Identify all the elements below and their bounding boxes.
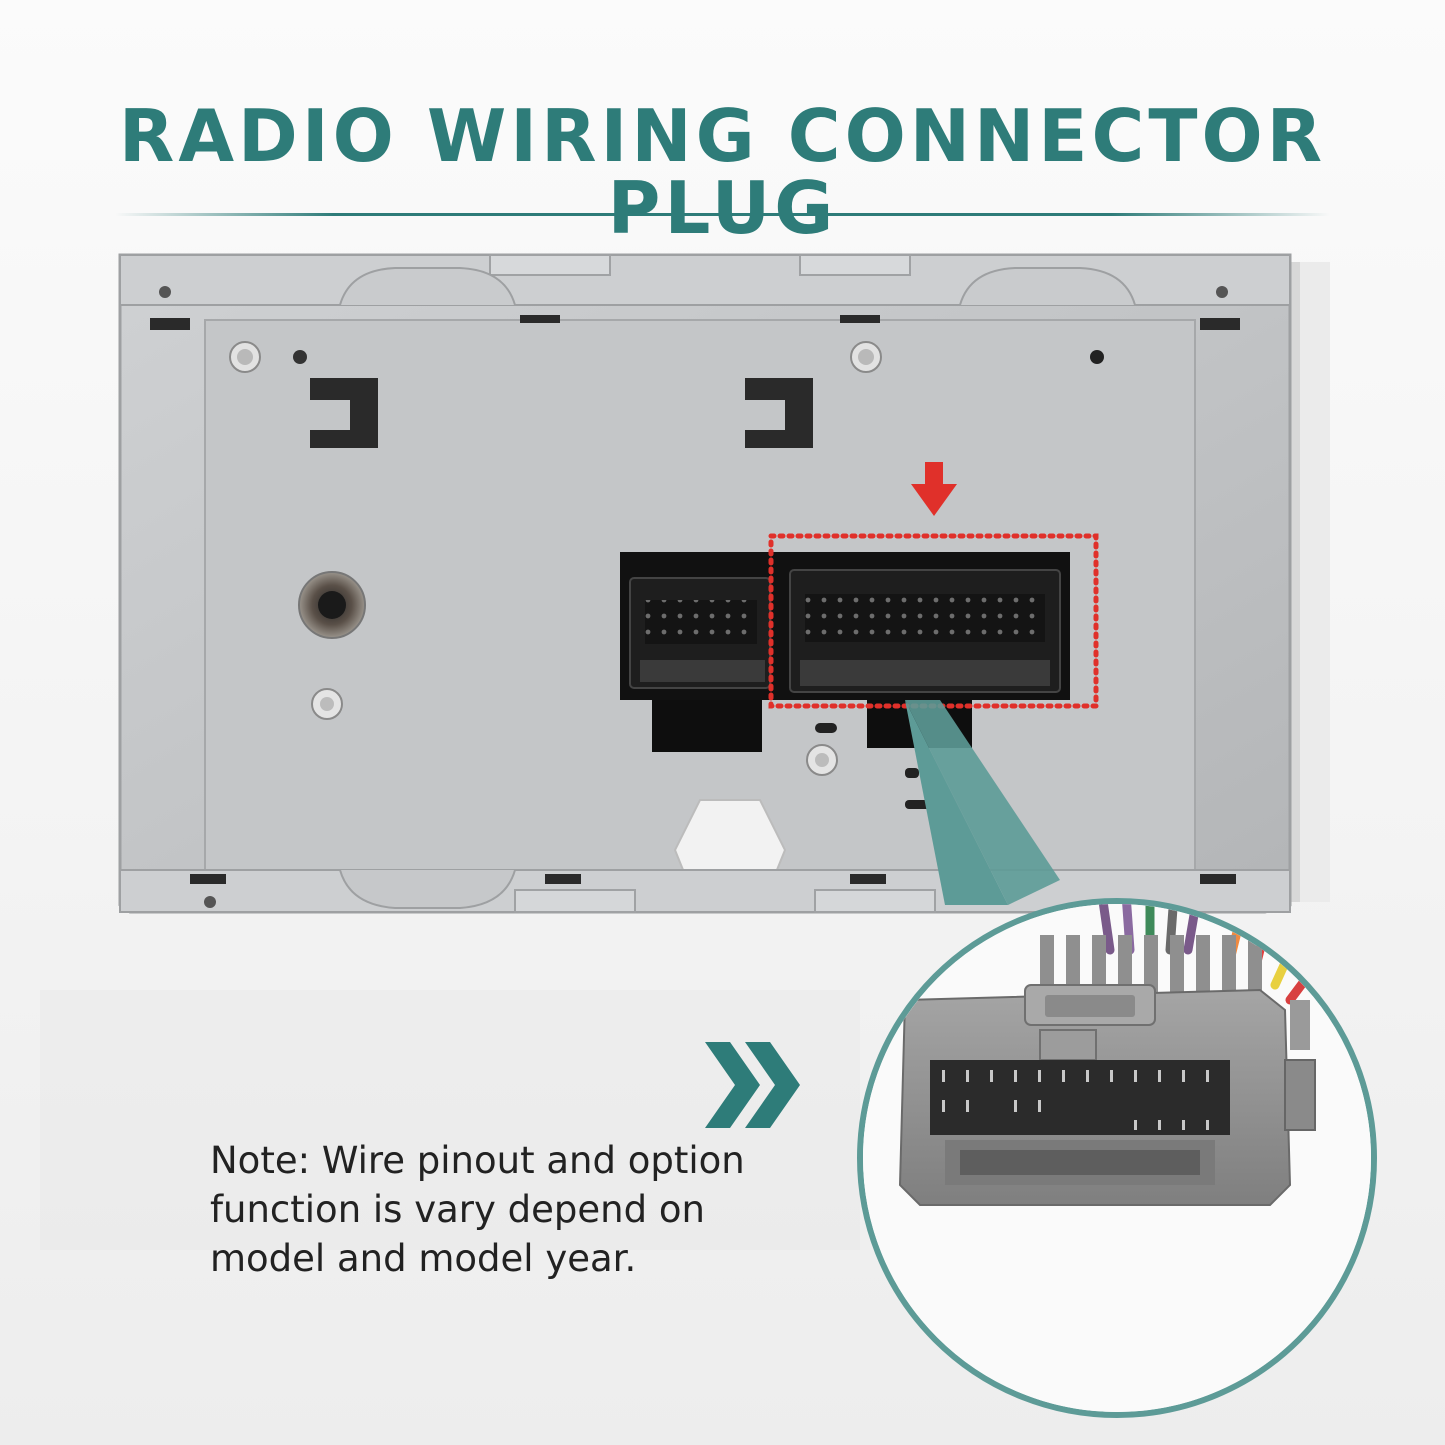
double-chevron-right-icon [705, 1042, 800, 1128]
pinout-note: Note: Wire pinout and option function is… [210, 1139, 745, 1280]
connector-zoom-circle [857, 898, 1377, 1418]
radio-chassis [118, 253, 1292, 914]
page-title: RADIO WIRING CONNECTOR PLUG [118, 94, 1327, 250]
title-divider [115, 213, 1330, 216]
red-arrow-down-icon [911, 462, 957, 516]
